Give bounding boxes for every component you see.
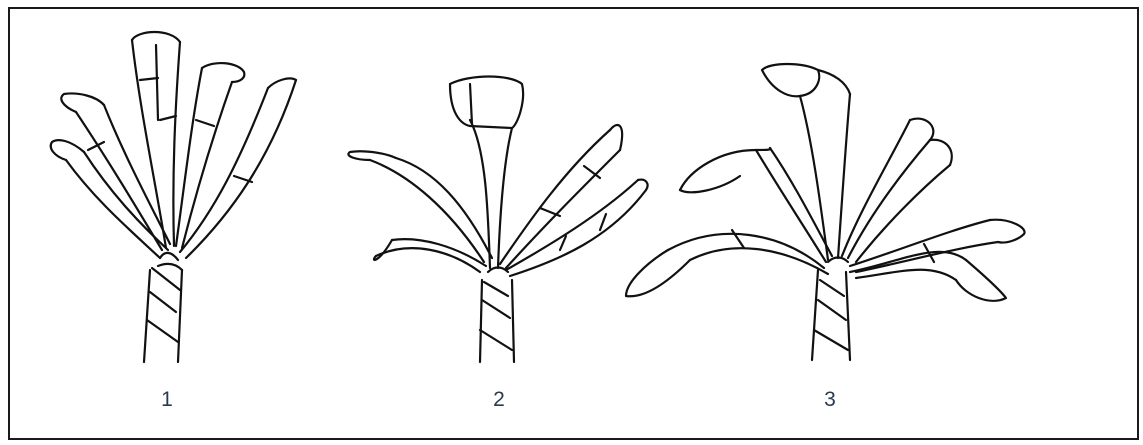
drooping-leaves-plant-icon	[626, 64, 1025, 360]
panel-label-3: 3	[810, 388, 850, 412]
upright-leaves-plant-icon	[51, 32, 296, 362]
spreading-leaves-plant-icon	[348, 77, 647, 363]
panel-label-2: 2	[479, 388, 519, 412]
panel-label-1: 1	[147, 388, 187, 412]
